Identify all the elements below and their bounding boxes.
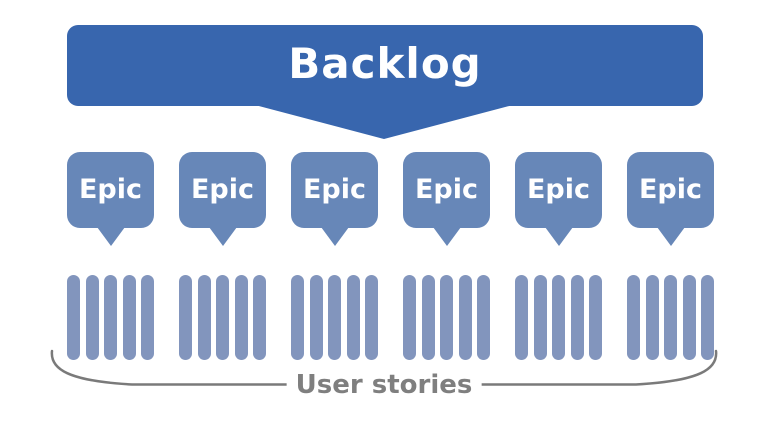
user-story-bar xyxy=(291,275,304,360)
user-story-bar xyxy=(533,275,547,360)
user-story-bar xyxy=(682,275,696,360)
backlog-banner: Backlog xyxy=(67,25,703,106)
epic-card: Epic xyxy=(179,152,266,228)
user-story-bar xyxy=(216,275,229,360)
user-story-bar xyxy=(197,275,211,360)
user-story-bar xyxy=(589,275,602,360)
user-story-bar xyxy=(664,275,677,360)
user-story-bar xyxy=(421,275,435,360)
epic-label: Epic xyxy=(302,173,367,205)
user-stories-row xyxy=(67,275,714,360)
user-story-bar xyxy=(403,275,416,360)
epic-label: Epic xyxy=(78,173,143,205)
user-story-group xyxy=(627,275,714,360)
user-story-bar xyxy=(570,275,584,360)
user-story-bar xyxy=(515,275,528,360)
epic-label: Epic xyxy=(638,173,703,205)
user-story-bar xyxy=(309,275,323,360)
user-story-bar xyxy=(627,275,640,360)
epic-row: Epic Epic Epic Epic Epic Epic xyxy=(67,152,714,228)
user-story-group xyxy=(67,275,154,360)
epic-label: Epic xyxy=(526,173,591,205)
user-story-group xyxy=(179,275,266,360)
backlog-down-pointer xyxy=(255,105,513,139)
user-story-bar xyxy=(458,275,472,360)
epic-card: Epic xyxy=(515,152,602,228)
user-stories-label: User stories xyxy=(286,370,482,400)
user-story-bar xyxy=(328,275,341,360)
backlog-title: Backlog xyxy=(288,39,482,88)
user-story-bar xyxy=(234,275,248,360)
epic-card: Epic xyxy=(67,152,154,228)
epic-card: Epic xyxy=(403,152,490,228)
user-story-bar xyxy=(346,275,360,360)
user-story-bar xyxy=(645,275,659,360)
user-story-bar xyxy=(122,275,136,360)
epic-label: Epic xyxy=(414,173,479,205)
user-story-bar xyxy=(477,275,490,360)
user-story-bar xyxy=(365,275,378,360)
user-story-bar xyxy=(141,275,154,360)
user-story-bar xyxy=(552,275,565,360)
user-story-bar xyxy=(67,275,80,360)
user-story-group xyxy=(403,275,490,360)
user-story-bar xyxy=(701,275,714,360)
user-story-bar xyxy=(440,275,453,360)
user-story-bar xyxy=(253,275,266,360)
user-story-group xyxy=(291,275,378,360)
user-story-bar xyxy=(104,275,117,360)
user-story-bar xyxy=(179,275,192,360)
user-story-bar xyxy=(85,275,99,360)
user-story-group xyxy=(515,275,602,360)
epic-card: Epic xyxy=(291,152,378,228)
epic-label: Epic xyxy=(190,173,255,205)
epic-card: Epic xyxy=(627,152,714,228)
